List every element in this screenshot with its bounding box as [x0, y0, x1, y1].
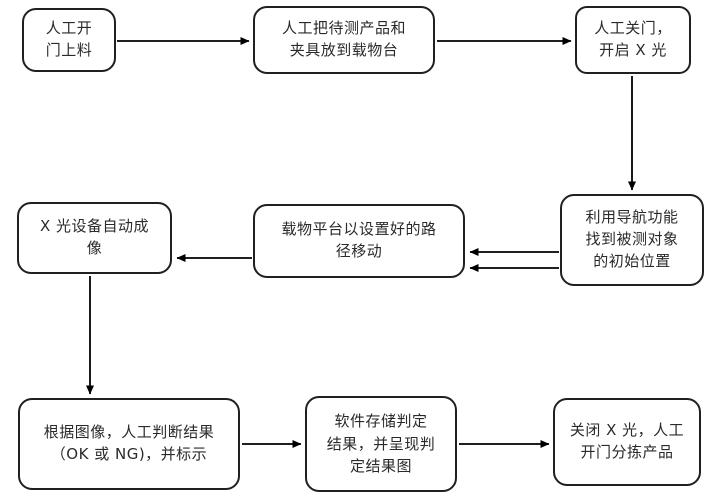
node-label: 人工关门， 开启 X 光: [594, 19, 672, 59]
node-label: 利用导航功能 找到被测对象 的初始位置: [585, 208, 679, 270]
node-label: X 光设备自动成 像: [39, 217, 150, 257]
node-software-store-result[interactable]: 软件存储判定 结果，并呈现判 定结果图: [305, 396, 457, 492]
node-label: 根据图像，人工判断结果 （OK 或 NG)，并标示: [43, 423, 215, 463]
node-xray-auto-imaging[interactable]: X 光设备自动成 像: [17, 202, 172, 274]
node-close-xray-sort-products[interactable]: 关闭 X 光，人工 开门分拣产品: [553, 398, 701, 486]
node-label: 软件存储判定 结果，并呈现判 定结果图: [326, 412, 436, 476]
node-label: 关闭 X 光，人工 开门分拣产品: [569, 421, 685, 461]
node-manual-open-door-load[interactable]: 人工开 门上料: [22, 8, 116, 72]
node-place-product-and-fixture[interactable]: 人工把待测产品和 夹具放到载物台: [253, 6, 435, 74]
node-close-door-start-xray[interactable]: 人工关门， 开启 X 光: [575, 6, 691, 74]
node-stage-moves-along-path[interactable]: 载物平台以设置好的路 径移动: [253, 204, 465, 278]
node-manual-judge-result[interactable]: 根据图像，人工判断结果 （OK 或 NG)，并标示: [18, 398, 240, 490]
node-label: 载物平台以设置好的路 径移动: [281, 220, 437, 260]
node-navigate-to-initial-position[interactable]: 利用导航功能 找到被测对象 的初始位置: [560, 194, 704, 286]
node-label: 人工开 门上料: [45, 19, 93, 59]
node-label: 人工把待测产品和 夹具放到载物台: [281, 19, 406, 59]
